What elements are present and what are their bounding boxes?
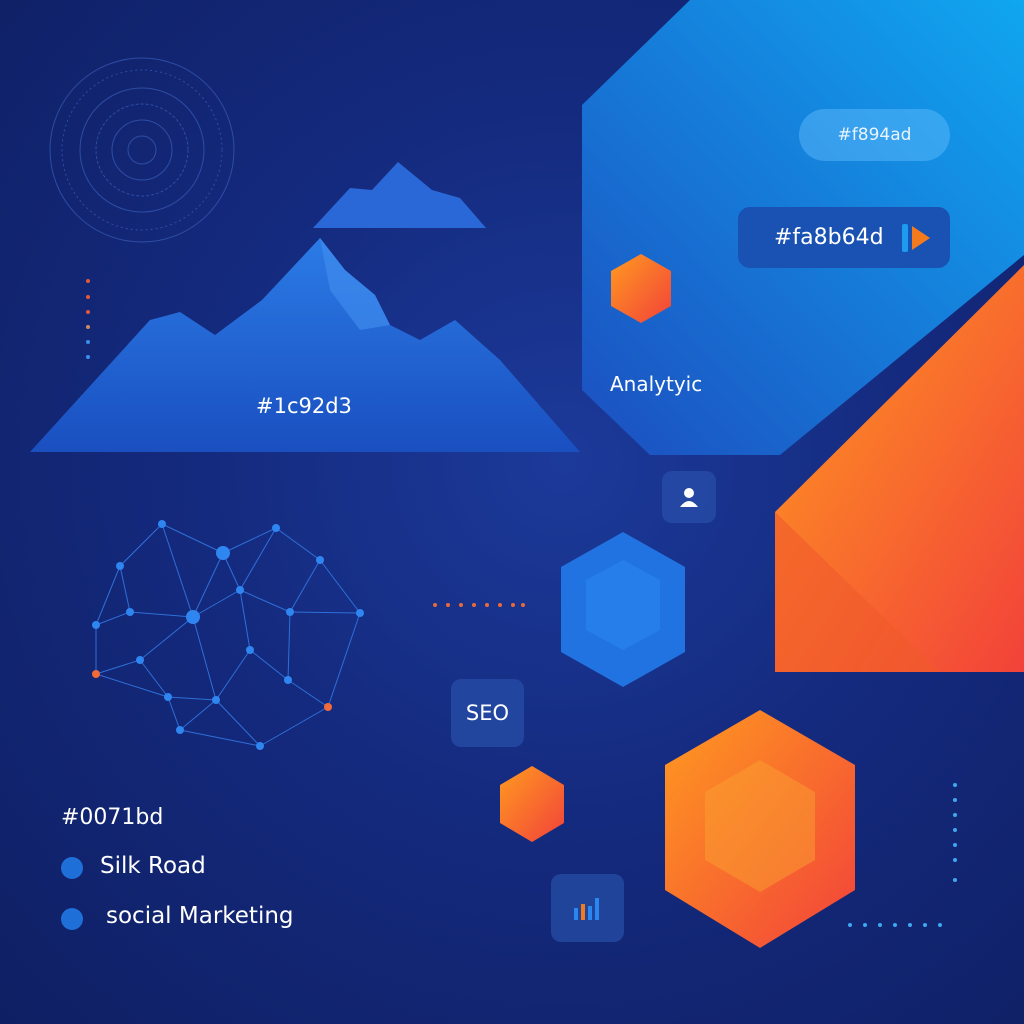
mountain-color-label: #1c92d3 bbox=[256, 394, 352, 418]
network-node bbox=[256, 742, 264, 750]
chart-button[interactable] bbox=[551, 874, 624, 942]
network-edge bbox=[192, 589, 241, 618]
network-edge bbox=[179, 699, 217, 731]
network-node bbox=[286, 608, 294, 616]
network-node bbox=[176, 726, 184, 734]
network-edge bbox=[287, 679, 329, 708]
network-edge bbox=[192, 552, 224, 618]
mandala-icon bbox=[49, 57, 235, 243]
network-node bbox=[212, 696, 220, 704]
network-node bbox=[158, 520, 166, 528]
network-edge bbox=[222, 527, 277, 554]
dot-column bbox=[86, 279, 90, 359]
play-pill[interactable]: #fa8b64d bbox=[738, 207, 950, 268]
network-edge bbox=[179, 729, 261, 747]
network-edge bbox=[119, 565, 131, 613]
network-edge bbox=[129, 611, 194, 618]
network-edge bbox=[192, 616, 217, 701]
network-edge bbox=[95, 673, 169, 698]
network-node bbox=[272, 524, 280, 532]
large-mountain bbox=[30, 238, 580, 452]
network-edge bbox=[95, 611, 131, 626]
play-icon bbox=[901, 223, 930, 252]
network-edge bbox=[275, 527, 321, 561]
network-edge bbox=[139, 616, 194, 661]
network-node bbox=[164, 693, 172, 701]
legend-dot bbox=[61, 857, 83, 879]
legend-item-silk-road: Silk Road bbox=[100, 853, 206, 879]
color-pill-top[interactable]: #f894ad bbox=[799, 109, 950, 161]
network-node bbox=[324, 703, 332, 711]
network-edge bbox=[249, 649, 289, 681]
network-edge bbox=[239, 527, 277, 591]
network-node bbox=[284, 676, 292, 684]
seo-button[interactable]: SEO bbox=[451, 679, 524, 747]
network-edge bbox=[239, 589, 291, 613]
orange-hexagon-small bbox=[500, 766, 564, 842]
network-node bbox=[136, 656, 144, 664]
network-edge bbox=[327, 612, 361, 708]
network-edge bbox=[259, 706, 329, 747]
network-edge bbox=[215, 649, 251, 701]
network-edge bbox=[95, 565, 121, 626]
network-graph bbox=[92, 520, 364, 750]
network-node bbox=[316, 556, 324, 564]
seo-label: SEO bbox=[465, 701, 510, 725]
network-edge bbox=[287, 611, 291, 681]
small-mountain bbox=[313, 162, 486, 228]
dotted-line-blue bbox=[848, 783, 957, 927]
user-button[interactable] bbox=[662, 471, 716, 523]
color-pill-top-label: #f894ad bbox=[837, 125, 912, 145]
network-edge bbox=[119, 523, 163, 567]
network-edge bbox=[95, 659, 141, 675]
network-node bbox=[356, 609, 364, 617]
network-node bbox=[92, 670, 100, 678]
legend-item-social-marketing: social Marketing bbox=[106, 903, 294, 929]
network-node bbox=[186, 610, 200, 624]
dotted-line-orange bbox=[433, 603, 525, 607]
network-node bbox=[246, 646, 254, 654]
network-edge bbox=[167, 696, 181, 731]
color-code-label: #0071bd bbox=[61, 805, 164, 830]
network-node bbox=[216, 546, 230, 560]
network-edge bbox=[239, 589, 251, 651]
network-node bbox=[126, 608, 134, 616]
play-pill-label: #fa8b64d bbox=[774, 225, 884, 250]
network-edge bbox=[289, 559, 321, 613]
orange-panel bbox=[775, 265, 1024, 672]
network-edge bbox=[161, 523, 194, 618]
network-edge bbox=[161, 523, 224, 554]
network-edge bbox=[167, 696, 217, 701]
network-edge bbox=[319, 559, 361, 614]
network-edge bbox=[139, 659, 169, 698]
network-edge bbox=[289, 611, 361, 614]
bar-chart-icon bbox=[573, 898, 599, 920]
network-node bbox=[92, 621, 100, 629]
orange-hexagon-small-top bbox=[611, 254, 671, 323]
network-node bbox=[116, 562, 124, 570]
network-edge bbox=[215, 699, 261, 747]
network-node bbox=[236, 586, 244, 594]
legend-dot bbox=[61, 908, 83, 930]
analytic-label: Analytyic bbox=[610, 372, 703, 396]
user-icon bbox=[680, 488, 698, 507]
